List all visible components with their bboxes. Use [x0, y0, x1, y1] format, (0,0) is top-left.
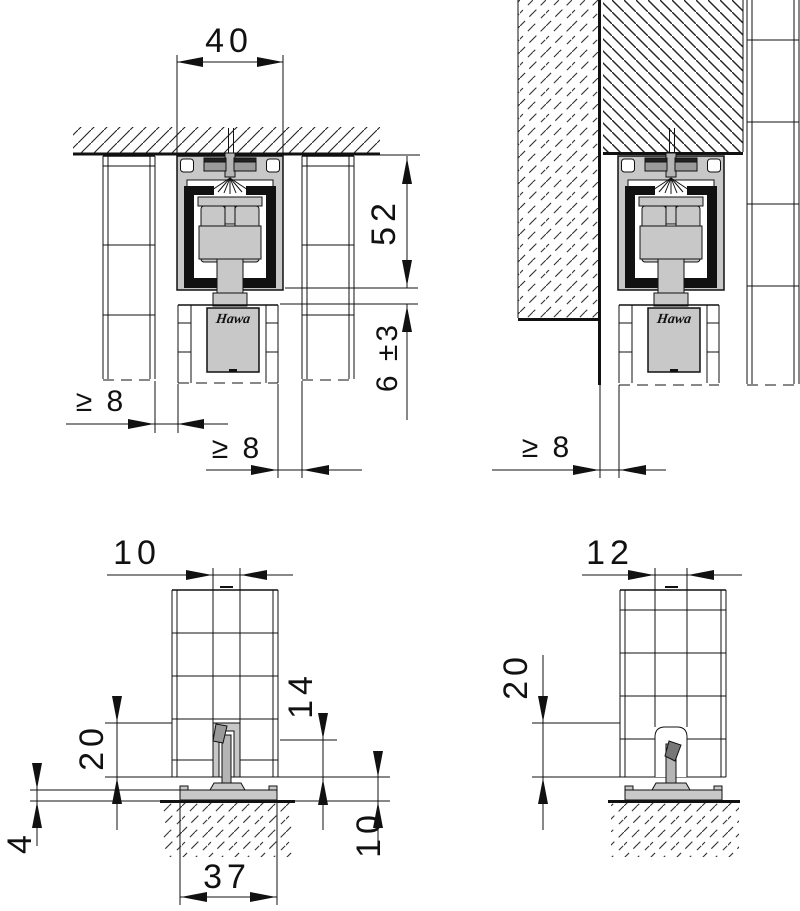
dim-top-gap: 6 ±3: [371, 321, 404, 393]
fixed-panel-right: [301, 155, 355, 381]
suspension-block: [206, 307, 260, 373]
brand-logo: Hawa: [214, 312, 252, 327]
dim-guide-engagement-right: 20: [497, 652, 535, 700]
dim-plate-width: 37: [203, 858, 251, 896]
door-leaf: [618, 304, 720, 386]
dim-plate-height: 4: [1, 830, 39, 854]
dim-assembly-height: 52: [365, 198, 403, 246]
base-plate: [624, 789, 723, 801]
view-top-right-wall-mount: [492, 0, 800, 478]
spring-clip: [212, 723, 228, 744]
wall-hatch: [518, 0, 601, 318]
damping-insert: [184, 186, 276, 288]
hanger-bolt: [216, 258, 244, 296]
roller-carriage: [638, 196, 704, 307]
floor-hatch: [163, 803, 293, 857]
dim-track-width: 40: [205, 22, 253, 60]
damping-insert: [625, 186, 717, 288]
floor-guide: [624, 726, 723, 801]
brand-logo: Hawa: [655, 312, 693, 327]
dim-lines-top-left: [66, 55, 418, 478]
view-bottom-right-floor-guide: [532, 568, 742, 857]
dim-groove-width-right: 12: [586, 534, 634, 572]
dim-lines-bottom-right: [532, 570, 742, 830]
dim-channel-depth: 14: [282, 671, 320, 719]
fixed-panel-right: [746, 0, 800, 386]
door-panel: [619, 586, 727, 778]
dim-groove-width-left: 10: [113, 534, 161, 572]
spring-clip: [664, 740, 682, 762]
view-top-left-ceiling-mount: [66, 55, 420, 478]
dim-guide-engagement-left: 20: [73, 723, 111, 771]
roller-carriage: [197, 196, 263, 307]
dim-clearance-right: ≥ 8: [211, 432, 263, 465]
ceiling-hatch: [73, 127, 380, 154]
fixed-panel-left: [102, 155, 156, 381]
door-leaf: [177, 304, 279, 384]
dim-lines-top-right: [492, 385, 666, 478]
dim-floor-clearance: 10: [350, 810, 388, 858]
ceiling-beam-hatch: [603, 0, 743, 152]
floor-guide: [179, 722, 278, 801]
dim-clearance-left: ≥ 8: [75, 385, 127, 418]
dim-wall-clearance: ≥ 8: [521, 431, 573, 464]
toothed-adjustment-fan: [652, 177, 690, 194]
dim-lines-bottom-left: [30, 570, 390, 905]
axle-block: [198, 225, 262, 260]
toothed-adjustment-fan: [211, 177, 249, 194]
suspension-block: [647, 307, 701, 373]
base-plate: [179, 789, 278, 801]
floor-hatch: [611, 803, 739, 857]
view-bottom-left-floor-guide: [30, 568, 390, 905]
